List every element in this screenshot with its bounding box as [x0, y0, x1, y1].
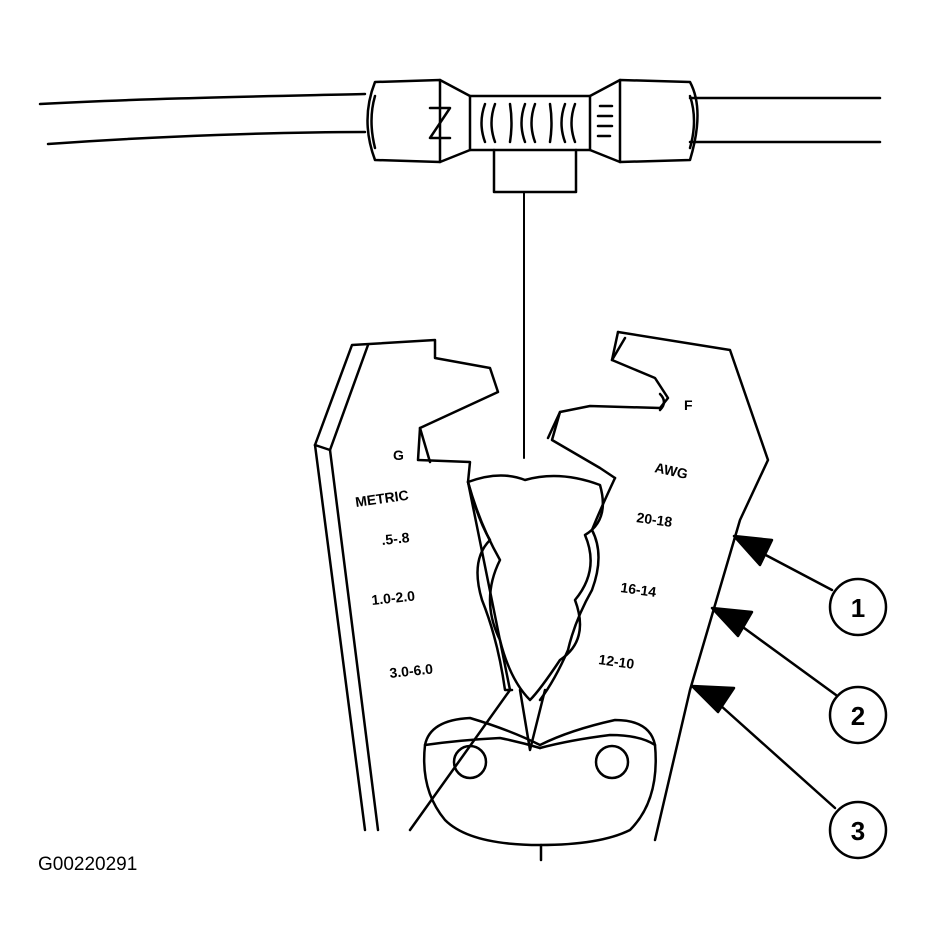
callout-circle-3 — [828, 800, 888, 860]
figure-id: G00220291 — [38, 854, 137, 875]
wire-left — [38, 92, 367, 146]
awg-heading: AWG — [653, 459, 689, 482]
metric-heading: METRIC — [354, 487, 409, 510]
awg-size-1: 20-18 — [636, 509, 674, 530]
callout-number-2: 2 — [851, 701, 865, 731]
callout-number-1: 1 — [851, 593, 865, 623]
callout-number-3: 3 — [851, 816, 865, 846]
metric-size-1: .5-.8 — [381, 529, 411, 548]
callout-arrow-1 — [732, 534, 834, 592]
wire-right — [688, 96, 882, 144]
butt-connector — [366, 78, 699, 194]
metric-size-3: 3.0-6.0 — [389, 660, 434, 680]
callout-circle-2 — [828, 685, 888, 745]
left-jaw — [313, 338, 514, 832]
die-f-label: F — [684, 397, 693, 413]
callout-arrow-3 — [690, 684, 837, 810]
pivot-hole-left — [452, 744, 488, 780]
die-g-label: G — [393, 447, 404, 463]
callout-arrow-2 — [710, 606, 838, 697]
right-jaw — [538, 330, 770, 842]
pivot-hole-right — [594, 744, 630, 780]
awg-size-2: 16-14 — [620, 579, 658, 600]
pivot-plate — [422, 716, 657, 862]
metric-size-2: 1.0-2.0 — [371, 587, 416, 607]
awg-size-3: 12-10 — [598, 651, 636, 672]
callout-circle-1 — [828, 577, 888, 637]
crimp-cavity — [466, 474, 605, 752]
